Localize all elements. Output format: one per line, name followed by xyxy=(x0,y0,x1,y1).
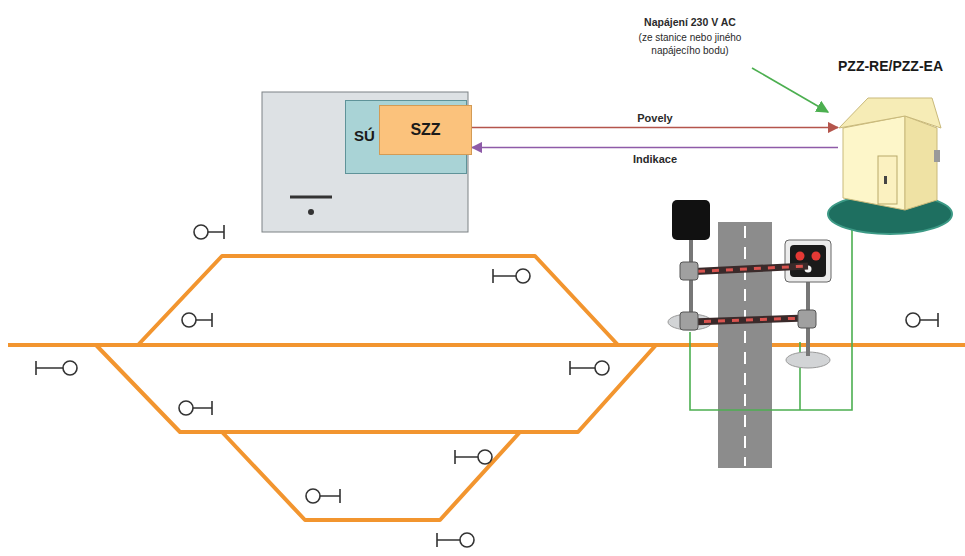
signal-symbol xyxy=(437,533,460,547)
red-lamp xyxy=(796,252,805,261)
signal-symbol xyxy=(493,269,516,283)
panel-symbol-line xyxy=(290,196,332,199)
cable-wire xyxy=(690,190,852,410)
signal-symbol xyxy=(306,489,320,503)
road-signal xyxy=(672,200,710,240)
node-label: SZZ xyxy=(380,121,471,139)
barrier-drive xyxy=(680,262,698,280)
warning-light xyxy=(785,240,831,282)
signal-symbol xyxy=(196,313,212,327)
edge-label: Indikace xyxy=(633,153,677,165)
signal-symbol xyxy=(516,269,530,283)
power-note: (ze stanice nebo jiného napájecího bodu) xyxy=(622,31,758,57)
signal-symbol xyxy=(570,361,595,375)
power-callout-arrow xyxy=(752,68,828,112)
edge-label: Povely xyxy=(637,112,672,124)
signal-connector xyxy=(472,127,838,129)
warning-light-face xyxy=(790,245,826,277)
door-handle xyxy=(884,176,887,184)
signal-connector xyxy=(472,147,838,149)
crossing-building: PZZ-RE/PZZ-EA xyxy=(838,58,958,218)
panel-symbol-dot xyxy=(308,209,314,215)
signal-symbol xyxy=(920,313,938,327)
signal-symbol xyxy=(460,533,474,547)
node-label: SÚ xyxy=(354,127,375,144)
barrier-stripes xyxy=(684,266,808,272)
road-center-line xyxy=(744,226,746,466)
lower-track xyxy=(96,345,656,432)
building-vent xyxy=(934,150,940,162)
barrier-drive xyxy=(680,312,698,330)
building-door xyxy=(878,156,897,204)
signal-symbol xyxy=(36,361,63,375)
bottom-track xyxy=(222,432,520,520)
signal-symbol xyxy=(906,313,920,327)
signal-symbol xyxy=(478,450,492,464)
main-track xyxy=(8,343,965,347)
signal-symbol xyxy=(63,361,77,375)
signal-symbol xyxy=(455,450,478,464)
barrier-stripes xyxy=(690,318,806,322)
upper-track xyxy=(138,256,618,345)
barrier-arm xyxy=(690,318,806,322)
track-lines xyxy=(8,256,965,520)
barrier-drive xyxy=(798,310,816,328)
road xyxy=(718,222,772,468)
red-lamp xyxy=(812,252,821,261)
signal-symbol xyxy=(193,401,212,415)
signal-symbol xyxy=(194,225,208,239)
signal-symbol xyxy=(182,313,196,327)
power-note: Napájení 230 V AC xyxy=(612,16,768,30)
signal-symbol xyxy=(208,225,224,239)
node-label: PZZ-RE/PZZ-EA xyxy=(838,58,943,74)
building-shape xyxy=(838,58,958,218)
signal-symbols xyxy=(36,225,938,547)
control-unit-box: SÚSZZ xyxy=(345,100,467,174)
signal-symbol xyxy=(595,361,609,375)
interlocking-box: SZZ xyxy=(379,105,472,155)
building-side xyxy=(905,116,937,210)
signal-symbol xyxy=(320,489,340,503)
signal-symbol xyxy=(179,401,193,415)
barrier-arm xyxy=(684,266,808,272)
building-roof xyxy=(839,98,941,128)
building-front xyxy=(843,116,905,210)
